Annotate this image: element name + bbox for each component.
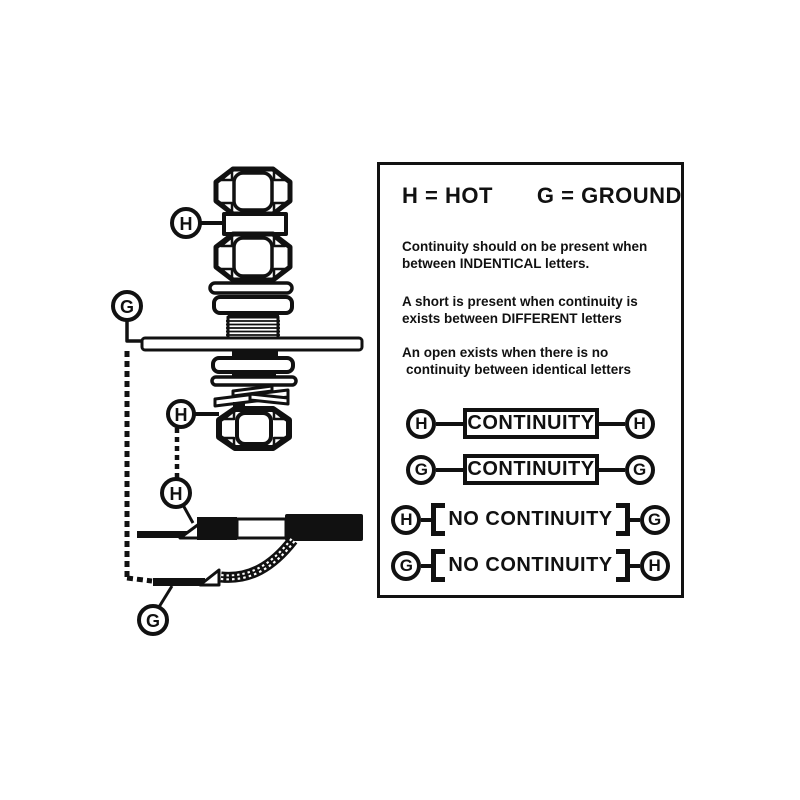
lead-line	[436, 421, 464, 426]
legend-paragraph-short: A short is present when continuity is ex…	[402, 293, 638, 327]
continuity-box: CONTINUITY	[463, 454, 599, 485]
continuity-box: CONTINUITY	[463, 408, 599, 439]
middle-hex-nut	[213, 231, 293, 283]
no-continuity-label: NO CONTINUITY	[448, 508, 613, 530]
legend-paragraph-open: An open exists when there is no continui…	[402, 344, 631, 378]
upper-washers	[208, 281, 294, 318]
lead-line	[421, 517, 432, 522]
terminal-circle: G	[624, 454, 655, 485]
paragraph-line: exists between DIFFERENT letters	[402, 311, 622, 326]
mounting-panel	[140, 336, 364, 352]
lead-line	[598, 467, 625, 472]
callout-center-conductor-circle	[160, 477, 192, 509]
coupling-band	[222, 212, 288, 236]
coax-cable	[137, 514, 363, 587]
bracket-left	[431, 503, 446, 536]
legend-heading-ground: G = GROUND	[536, 183, 682, 208]
legend-paragraph-identical: Continuity should on be present when bet…	[402, 238, 647, 272]
paragraph-line: continuity between identical letters	[406, 362, 632, 377]
no-continuity-bracket: NO CONTINUITY	[431, 549, 630, 582]
no-continuity-label: NO CONTINUITY	[448, 554, 613, 576]
continuity-row-h-h: H CONTINUITY H	[380, 408, 681, 439]
callout-panel-letter: G	[120, 297, 134, 317]
callout-shield-letter: G	[146, 611, 160, 631]
callout-terminals: H G H H G	[111, 207, 202, 636]
terminal-circle: H	[406, 408, 437, 439]
callout-top-nut-circle	[170, 207, 202, 239]
terminal-circle: H	[639, 550, 670, 581]
terminal-circle: G	[639, 504, 670, 535]
paragraph-line: A short is present when continuity is	[402, 294, 638, 309]
coax-shield-lead	[153, 578, 205, 586]
lead-line	[421, 563, 432, 568]
terminal-circle: H	[624, 408, 655, 439]
no-continuity-bracket: NO CONTINUITY	[431, 503, 630, 536]
no-continuity-row-g-h: G NO CONTINUITY H	[380, 549, 681, 582]
terminal-circle: G	[406, 454, 437, 485]
continuity-row-g-g: G CONTINUITY G	[380, 454, 681, 485]
paragraph-line: between INDENTICAL letters.	[402, 256, 590, 271]
bracket-right	[615, 549, 630, 582]
lead-line	[598, 421, 625, 426]
callout-top-nut-letter: H	[180, 214, 193, 234]
top-hex-nut	[213, 166, 293, 217]
bracket-left	[431, 549, 446, 582]
paragraph-line: An open exists when there is no	[402, 345, 609, 360]
callout-shield-circle	[137, 604, 169, 636]
lead-line	[436, 467, 464, 472]
bottom-hex-nut	[216, 406, 292, 451]
lead-line	[629, 517, 640, 522]
terminal-circle: H	[391, 504, 422, 535]
callout-center-conductor-letter: H	[170, 484, 183, 504]
coax-jacket-left	[197, 517, 237, 540]
lead-line	[629, 563, 640, 568]
paragraph-line: Continuity should on be present when	[402, 239, 648, 254]
callout-leaders	[124, 221, 225, 608]
legend-heading: H = HOT G = GROUND	[402, 183, 682, 209]
legend-panel: H = HOT G = GROUND Continuity should on …	[377, 162, 684, 598]
callout-bottom-nut-letter: H	[175, 405, 188, 425]
coax-jacket-right	[285, 514, 363, 541]
coax-dielectric	[235, 517, 288, 540]
no-continuity-row-h-g: H NO CONTINUITY G	[380, 503, 681, 536]
callout-panel-circle	[111, 290, 143, 322]
legend-heading-hot: H = HOT	[402, 183, 493, 208]
terminal-circle: G	[391, 550, 422, 581]
lower-washers	[210, 350, 298, 387]
callout-bottom-nut-circle	[166, 399, 196, 429]
coax-center-conductor	[137, 531, 199, 538]
coax-shield-wedge	[198, 568, 221, 587]
bracket-right	[615, 503, 630, 536]
